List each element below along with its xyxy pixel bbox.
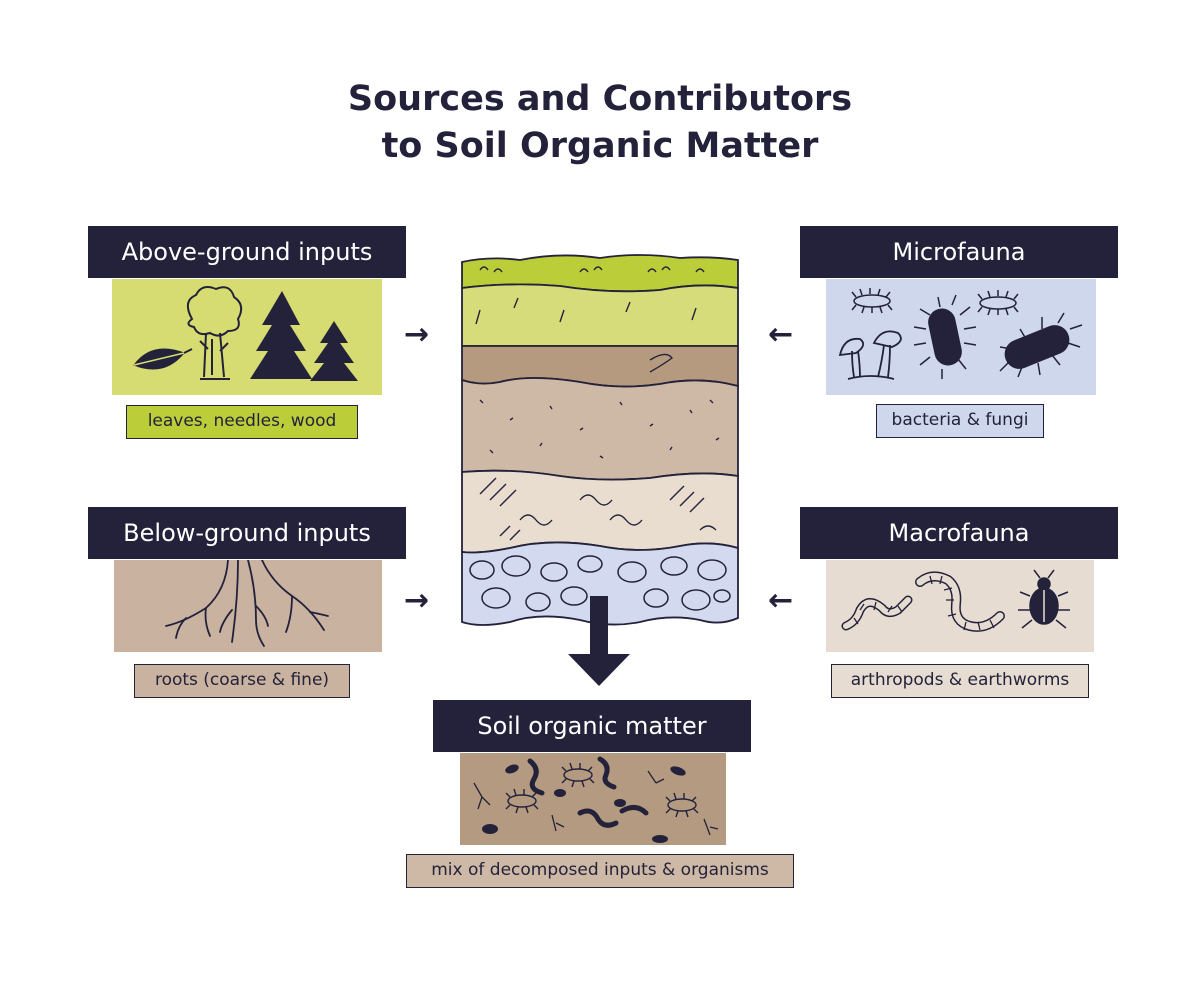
- macrofauna-caption: arthropods & earthworms: [831, 664, 1089, 698]
- roots-icon: [473, 770, 719, 836]
- title-line-1: Sources and Contributors: [347, 79, 853, 119]
- soil-organic-matter-illustration: [473, 756, 719, 843]
- bacteria-icon: [999, 312, 1083, 378]
- page-title: Sources and Contributors to Soil Organic…: [0, 76, 1200, 170]
- leaf-icon: [133, 348, 193, 370]
- macrofauna-header: Macrofauna: [800, 507, 1118, 559]
- below-ground-panel: [114, 560, 382, 652]
- above-ground-header: Above-ground inputs: [88, 226, 406, 278]
- soil-layer-topsoil: [461, 283, 739, 347]
- below-ground-caption: roots (coarse & fine): [134, 664, 350, 698]
- tree-icon: [186, 286, 243, 380]
- roots-icon: [165, 560, 329, 647]
- bacteria-icon: [913, 294, 977, 379]
- pine-tree-icon: [250, 291, 312, 379]
- below-ground-arrow-icon: →: [404, 583, 430, 618]
- above-ground-caption: leaves, needles, wood: [126, 405, 358, 439]
- microfauna-header: Microfauna: [800, 226, 1118, 278]
- microfauna-arrow-icon: ←: [768, 317, 794, 352]
- bacteria-icon: [505, 762, 699, 818]
- soil-layer-bedrock: [461, 541, 739, 626]
- earthworm-icon: [915, 571, 1005, 632]
- soil-layer-parent-material: [461, 469, 739, 554]
- soil-profile: [460, 250, 740, 628]
- microfauna-caption: bacteria & fungi: [876, 404, 1044, 438]
- microfauna-panel: [826, 279, 1096, 395]
- pine-tree-icon: [310, 321, 358, 381]
- above-ground-panel: [112, 279, 382, 395]
- soil-organic-matter-header: Soil organic matter: [433, 700, 751, 752]
- title-line-2: to Soil Organic Matter: [381, 126, 819, 166]
- macrofauna-panel: [826, 560, 1094, 652]
- down-arrow-icon: [566, 596, 632, 688]
- soil-organic-matter-panel: [460, 753, 726, 845]
- bacteria-icon: [851, 288, 893, 314]
- below-ground-header: Below-ground inputs: [88, 507, 406, 559]
- above-ground-illustration: [133, 286, 358, 381]
- macrofauna-illustration: [841, 569, 1070, 632]
- above-ground-arrow-icon: →: [404, 317, 430, 352]
- mushroom-icon: [838, 330, 902, 380]
- microfauna-illustration: [838, 288, 1083, 380]
- bacteria-icon: [977, 290, 1019, 316]
- earthworm-icon: [527, 756, 649, 828]
- soil-profile-illustration: [461, 254, 739, 626]
- below-ground-illustration: [165, 560, 329, 647]
- macrofauna-arrow-icon: ←: [768, 583, 794, 618]
- soil-layer-subsoil: [461, 377, 739, 481]
- earthworm-icon: [841, 595, 913, 631]
- soil-organic-matter-caption: mix of decomposed inputs & organisms: [406, 854, 794, 888]
- beetle-icon: [1018, 569, 1070, 629]
